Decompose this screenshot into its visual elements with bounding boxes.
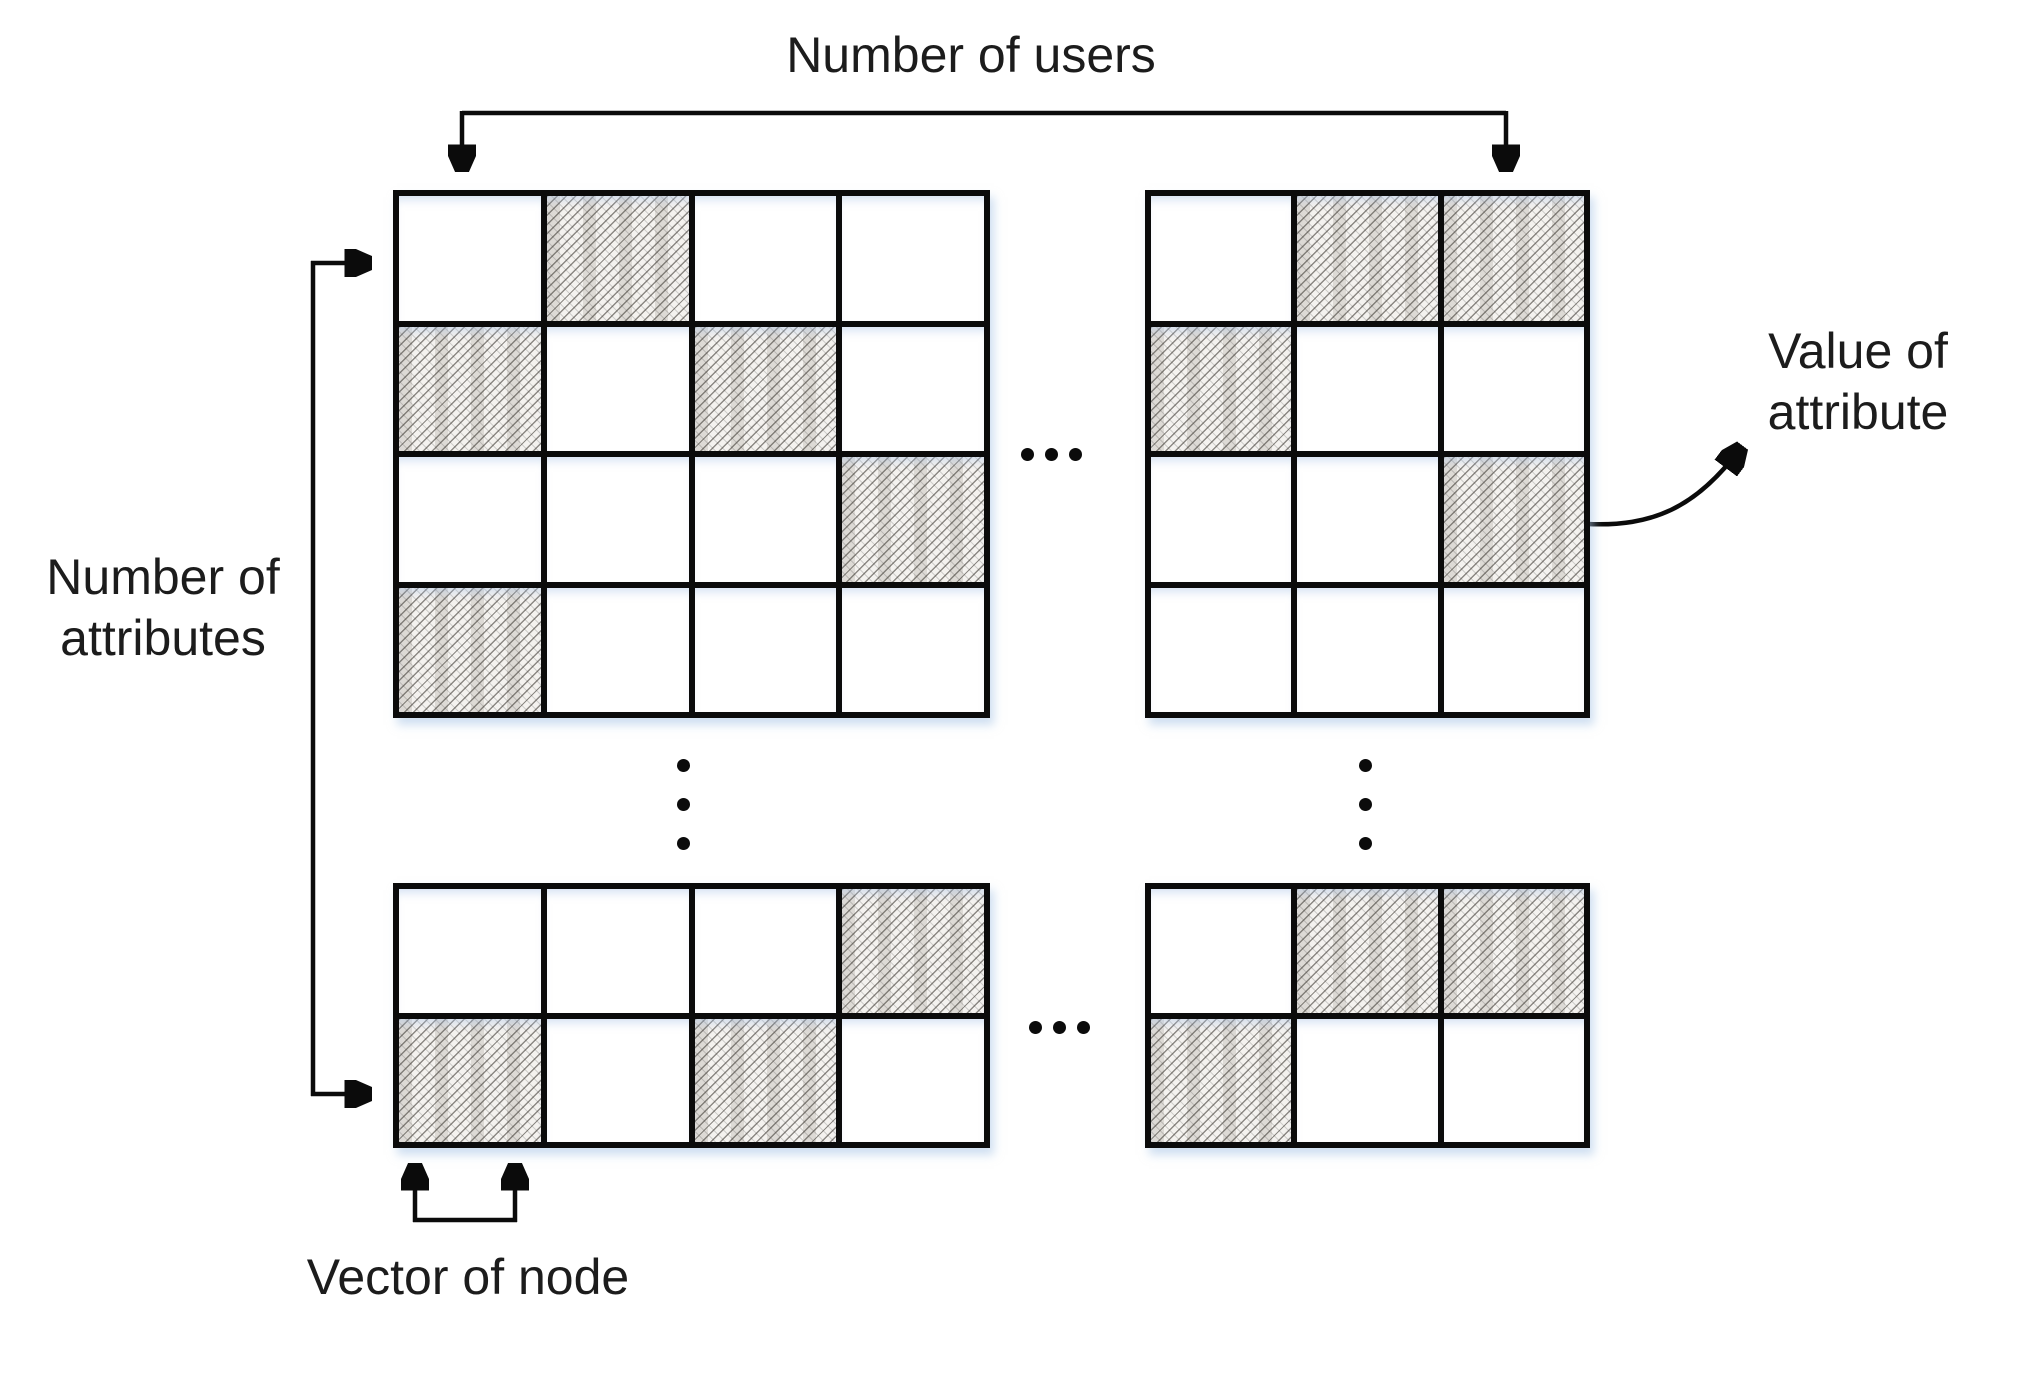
- matrix-top-right: [1145, 190, 1590, 718]
- matrix-cell-r2-c1-shaded: [399, 1018, 541, 1142]
- ellipsis-vertical-right: [1359, 759, 1372, 850]
- matrix-cell-r2-c3-empty: [1443, 326, 1584, 451]
- matrix-cell-r1-c1-empty: [1151, 889, 1292, 1013]
- dot: [677, 798, 690, 811]
- matrix-cell-r1-c1-empty: [1151, 196, 1292, 321]
- matrix-cell-r1-c2-shaded: [1297, 196, 1438, 321]
- matrix-cell-r2-c4-empty: [842, 1018, 984, 1142]
- dot: [1069, 448, 1082, 461]
- matrix-cell-r1-c3-empty: [694, 889, 837, 1013]
- matrix-cell-r3-c1-empty: [399, 457, 541, 582]
- matrix-cell-r1-c3-shaded: [1443, 196, 1584, 321]
- label-vector-of-node: Vector of node: [306, 1249, 630, 1305]
- matrix-cell-r4-c1-empty: [1151, 587, 1292, 712]
- matrix-cell-r3-c3-empty: [694, 457, 837, 582]
- matrix-cell-r2-c3-shaded: [694, 1018, 837, 1142]
- matrix-cell-r1-c2-empty: [546, 889, 689, 1013]
- dot: [1045, 448, 1058, 461]
- matrix-cell-r1-c4-empty: [842, 196, 984, 321]
- matrix-cell-r2-c2-empty: [1297, 326, 1438, 451]
- dot: [1359, 759, 1372, 772]
- matrix-cell-r3-c2-empty: [1297, 457, 1438, 582]
- value-of-attribute-curved-arrow: [1586, 449, 1740, 527]
- label-number-of-users: Number of users: [786, 27, 1156, 83]
- dot: [1359, 798, 1372, 811]
- ellipsis-vertical-left: [677, 759, 690, 850]
- matrix-cell-r1-c3-empty: [694, 196, 837, 321]
- ellipsis-horizontal-top: [1021, 448, 1082, 461]
- dot: [1359, 837, 1372, 850]
- matrix-cell-r1-c1-empty: [399, 196, 541, 321]
- matrix-cell-r2-c3-shaded: [694, 326, 837, 451]
- matrix-cell-r2-c2-empty: [546, 326, 689, 451]
- matrix-cell-r4-c3-empty: [1443, 587, 1584, 712]
- dot: [677, 837, 690, 850]
- matrix-cell-r2-c4-empty: [842, 326, 984, 451]
- dot: [1029, 1021, 1042, 1034]
- matrix-cell-r4-c2-empty: [546, 587, 689, 712]
- matrix-bottom-right: [1145, 883, 1590, 1148]
- matrix-cell-r1-c3-shaded: [1443, 889, 1584, 1013]
- matrix-cell-r4-c2-empty: [1297, 587, 1438, 712]
- matrix-cell-r2-c3-empty: [1443, 1018, 1584, 1142]
- matrix-cell-r2-c1-shaded: [1151, 326, 1292, 451]
- ellipsis-horizontal-bottom: [1029, 1021, 1090, 1034]
- matrix-cell-r1-c4-shaded: [842, 889, 984, 1013]
- matrix-cell-r1-c1-empty: [399, 889, 541, 1013]
- label-number-of-attributes: Number of attributes: [46, 549, 280, 666]
- matrix-cell-r3-c4-shaded: [842, 457, 984, 582]
- matrix-cell-r3-c2-empty: [546, 457, 689, 582]
- matrix-cell-r3-c1-empty: [1151, 457, 1292, 582]
- matrix-bottom-left: [393, 883, 990, 1148]
- matrix-top-left: [393, 190, 990, 718]
- matrix-cell-r2-c1-shaded: [1151, 1018, 1292, 1142]
- matrix-cell-r3-c3-shaded: [1443, 457, 1584, 582]
- dot: [1021, 448, 1034, 461]
- matrix-cell-r4-c3-empty: [694, 587, 837, 712]
- dot: [1077, 1021, 1090, 1034]
- matrix-cell-r2-c1-shaded: [399, 326, 541, 451]
- matrix-cell-r1-c2-shaded: [546, 196, 689, 321]
- dot: [677, 759, 690, 772]
- label-value-of-attribute: Value of attribute: [1767, 323, 1949, 440]
- matrix-cell-r2-c2-empty: [1297, 1018, 1438, 1142]
- matrix-cell-r4-c1-shaded: [399, 587, 541, 712]
- matrix-cell-r4-c4-empty: [842, 587, 984, 712]
- dot: [1053, 1021, 1066, 1034]
- matrix-cell-r2-c2-empty: [546, 1018, 689, 1142]
- matrix-cell-r1-c2-shaded: [1297, 889, 1438, 1013]
